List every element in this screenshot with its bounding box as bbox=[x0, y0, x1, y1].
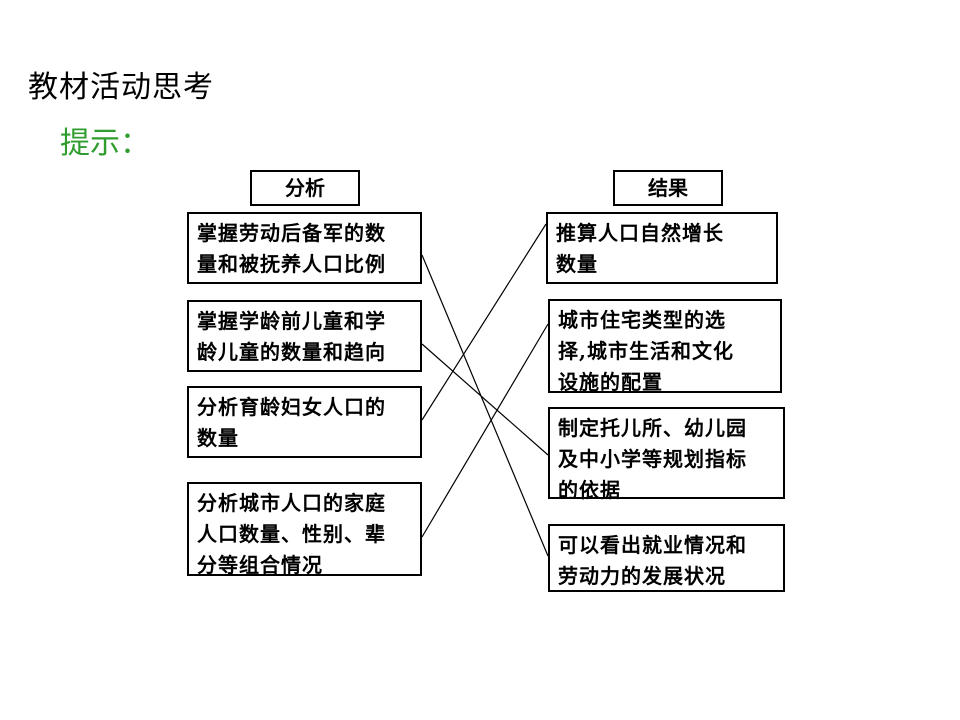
analysis-box-1-text: 掌握劳动后备军的数 量和被抚养人口比例 bbox=[197, 221, 386, 276]
result-box-4-text: 可以看出就业情况和 劳动力的发展状况 bbox=[558, 533, 747, 588]
analysis-box-3: 分析育龄妇女人口的 数量 bbox=[187, 386, 422, 458]
result-box-3: 制定托儿所、幼儿园 及中小学等规划指标 的依据 bbox=[548, 407, 785, 502]
connector-line-2 bbox=[421, 343, 549, 456]
result-box-2-text: 城市住宅类型的选 择,城市生活和文化 设施的配置 bbox=[558, 308, 734, 394]
header-result-label: 结果 bbox=[648, 176, 688, 200]
slide-title: 教材活动思考 bbox=[28, 70, 214, 105]
header-analysis-label: 分析 bbox=[285, 176, 325, 200]
connector-line-3 bbox=[421, 223, 547, 421]
result-box-4: 可以看出就业情况和 劳动力的发展状况 bbox=[548, 524, 785, 592]
connector-line-1 bbox=[421, 254, 549, 557]
analysis-box-3-text: 分析育龄妇女人口的 数量 bbox=[197, 395, 386, 450]
result-box-1-text: 推算人口自然增长 数量 bbox=[556, 221, 724, 276]
hint-label: 提示： bbox=[60, 126, 150, 161]
result-box-1: 推算人口自然增长 数量 bbox=[546, 212, 778, 284]
result-box-2: 城市住宅类型的选 择,城市生活和文化 设施的配置 bbox=[548, 299, 782, 394]
analysis-box-2-text: 掌握学龄前儿童和学 龄儿童的数量和趋向 bbox=[197, 309, 386, 364]
connector-line-4 bbox=[421, 323, 549, 538]
analysis-box-2: 掌握学龄前儿童和学 龄儿童的数量和趋向 bbox=[187, 300, 422, 372]
analysis-box-4-text: 分析城市人口的家庭 人口数量、性别、辈 分等组合情况 bbox=[197, 491, 386, 577]
header-analysis: 分析 bbox=[250, 170, 360, 206]
result-box-3-text: 制定托儿所、幼儿园 及中小学等规划指标 的依据 bbox=[558, 416, 747, 502]
analysis-box-1: 掌握劳动后备军的数 量和被抚养人口比例 bbox=[187, 212, 422, 284]
analysis-box-4: 分析城市人口的家庭 人口数量、性别、辈 分等组合情况 bbox=[187, 482, 422, 577]
header-result: 结果 bbox=[613, 170, 723, 206]
